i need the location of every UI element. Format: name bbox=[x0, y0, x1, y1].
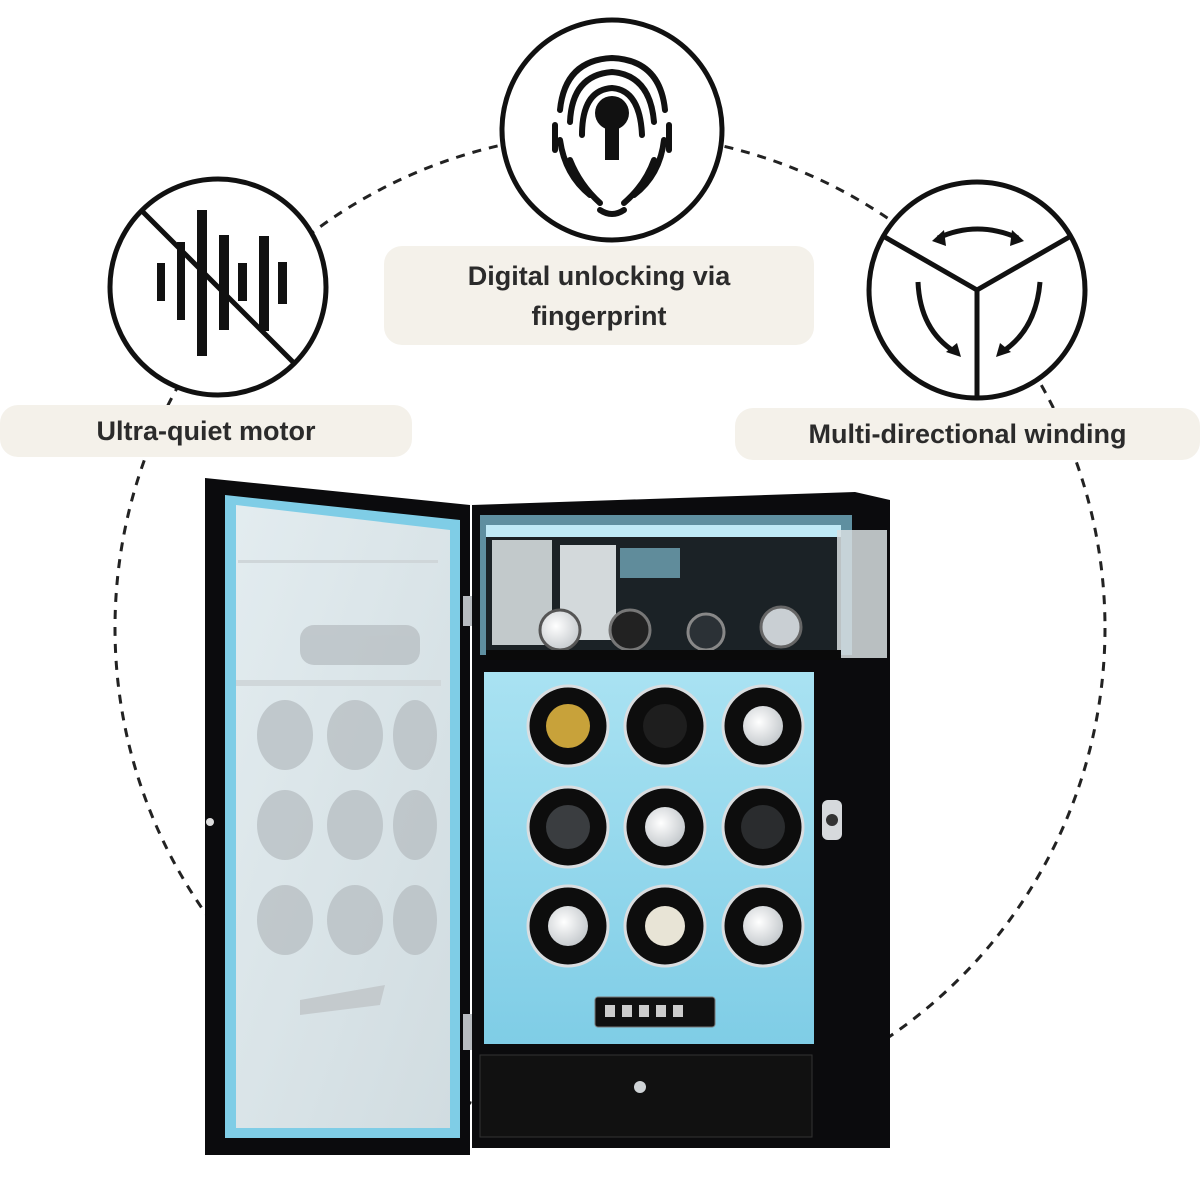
feature-label-ultra-quiet: Ultra-quiet motor bbox=[0, 405, 412, 457]
cabinet-body bbox=[472, 492, 890, 1148]
feature-label-text: Ultra-quiet motor bbox=[96, 416, 316, 446]
watch-winder bbox=[526, 884, 610, 968]
fingerprint-keyhole-icon bbox=[499, 17, 725, 243]
feature-label-line2: fingerprint bbox=[531, 300, 667, 331]
muted-soundwave-icon bbox=[107, 176, 329, 398]
feature-label-multi-directional: Multi-directional winding bbox=[735, 408, 1200, 460]
cabinet-door bbox=[205, 478, 472, 1155]
feature-label-fingerprint: Digital unlocking via fingerprint bbox=[384, 246, 814, 345]
watch-winder bbox=[623, 684, 707, 768]
feature-label-text: Multi-directional winding bbox=[808, 419, 1127, 449]
rotation-arrows-icon bbox=[866, 179, 1088, 401]
cabinet-drawer bbox=[479, 1054, 813, 1138]
watch-winder bbox=[721, 684, 805, 768]
display-watches bbox=[538, 605, 803, 652]
watch-winder-grid bbox=[526, 684, 805, 968]
watch-winder bbox=[526, 785, 610, 869]
watch-winder bbox=[721, 884, 805, 968]
control-panel bbox=[594, 996, 716, 1028]
watch-winder bbox=[623, 785, 707, 869]
watch-winder bbox=[623, 884, 707, 968]
watch-winder bbox=[721, 785, 805, 869]
feature-label-line1: Digital unlocking via bbox=[467, 260, 731, 291]
watch-winder bbox=[526, 684, 610, 768]
